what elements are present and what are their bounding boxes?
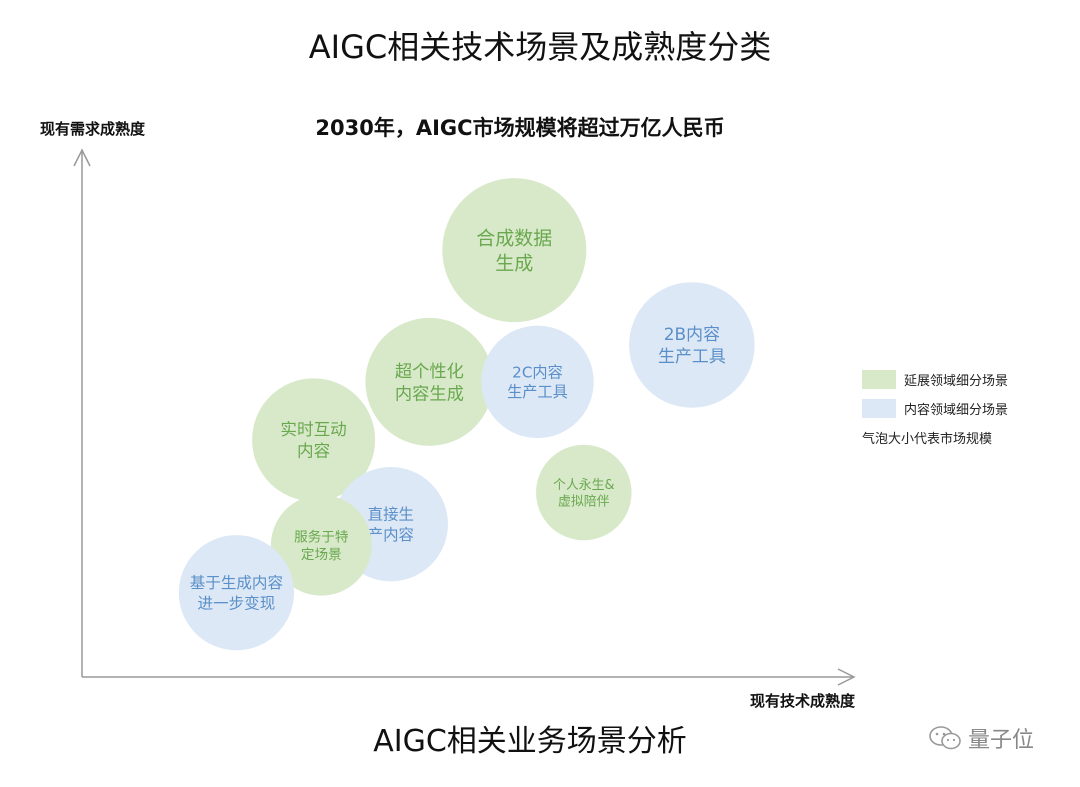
x-axis-label: 现有技术成熟度 — [750, 692, 856, 710]
legend-swatch-extension — [862, 370, 896, 389]
chart-main-title: AIGC相关技术场景及成熟度分类 — [308, 28, 772, 66]
bubble-label: 生产工具 — [658, 346, 726, 366]
bubble-label: 2C内容 — [512, 363, 563, 381]
bottom-caption: AIGC相关业务场景分析 — [373, 724, 687, 759]
wechat-icon — [929, 726, 961, 750]
bubble-label: 合成数据 — [476, 228, 552, 250]
legend-label-content: 内容领域细分场景 — [904, 403, 1009, 418]
bubble-label: 超个性化 — [395, 362, 464, 382]
bubble-label: 生成 — [495, 252, 533, 274]
bubble-5: 个人永生&虚拟陪伴 — [536, 444, 632, 541]
bubble-circle — [270, 494, 372, 596]
bubble-label: 个人永生& — [553, 478, 615, 493]
y-axis-arrow — [73, 148, 91, 167]
bubble-label: 实时互动 — [280, 420, 346, 439]
legend-swatch-content — [862, 399, 896, 418]
bubble-label: 生产工具 — [507, 383, 568, 401]
bubble-label: 虚拟陪伴 — [558, 495, 610, 510]
bubble-label: 2B内容 — [664, 324, 720, 344]
bubble-circle — [481, 325, 594, 439]
y-axis-label: 现有需求成熟度 — [40, 120, 146, 138]
bubble-label: 直接生 — [368, 506, 414, 524]
legend-item-extension: 延展领域细分场景 — [862, 370, 1008, 389]
chart-legend: 延展领域细分场景 内容领域细分场景 气泡大小代表市场规模 — [862, 370, 1008, 447]
bubble-label: 基于生成内容 — [190, 574, 283, 592]
watermark-text: 量子位 — [968, 728, 1035, 753]
chart-subtitle: 2030年，AIGC市场规模将超过万亿人民币 — [315, 116, 725, 140]
bubble-circle — [536, 444, 632, 541]
bubble-circle — [442, 178, 587, 323]
bubble-label: 进一步变现 — [198, 594, 276, 612]
bubble-label: 定场景 — [301, 547, 342, 563]
bubble-circle — [178, 535, 294, 651]
watermark: 量子位 — [928, 722, 1034, 754]
bubble-label: 服务于特 — [294, 529, 349, 545]
legend-item-content: 内容领域细分场景 — [862, 399, 1008, 418]
bubble-label: 产内容 — [368, 526, 414, 544]
legend-label-extension: 延展领域细分场景 — [904, 374, 1009, 389]
bubble-label: 内容 — [297, 442, 330, 461]
chart-axes — [73, 148, 856, 686]
bubble-label: 内容生成 — [395, 384, 464, 404]
bubble-circle — [365, 317, 494, 446]
bubble-circle — [629, 282, 755, 408]
legend-note: 气泡大小代表市场规模 — [862, 432, 993, 447]
bubble-layer: 合成数据生成2B内容生产工具超个性化内容生成2C内容生产工具实时互动内容个人永生… — [178, 178, 755, 651]
bubble-circle — [252, 378, 376, 502]
x-axis-arrow — [837, 668, 856, 686]
